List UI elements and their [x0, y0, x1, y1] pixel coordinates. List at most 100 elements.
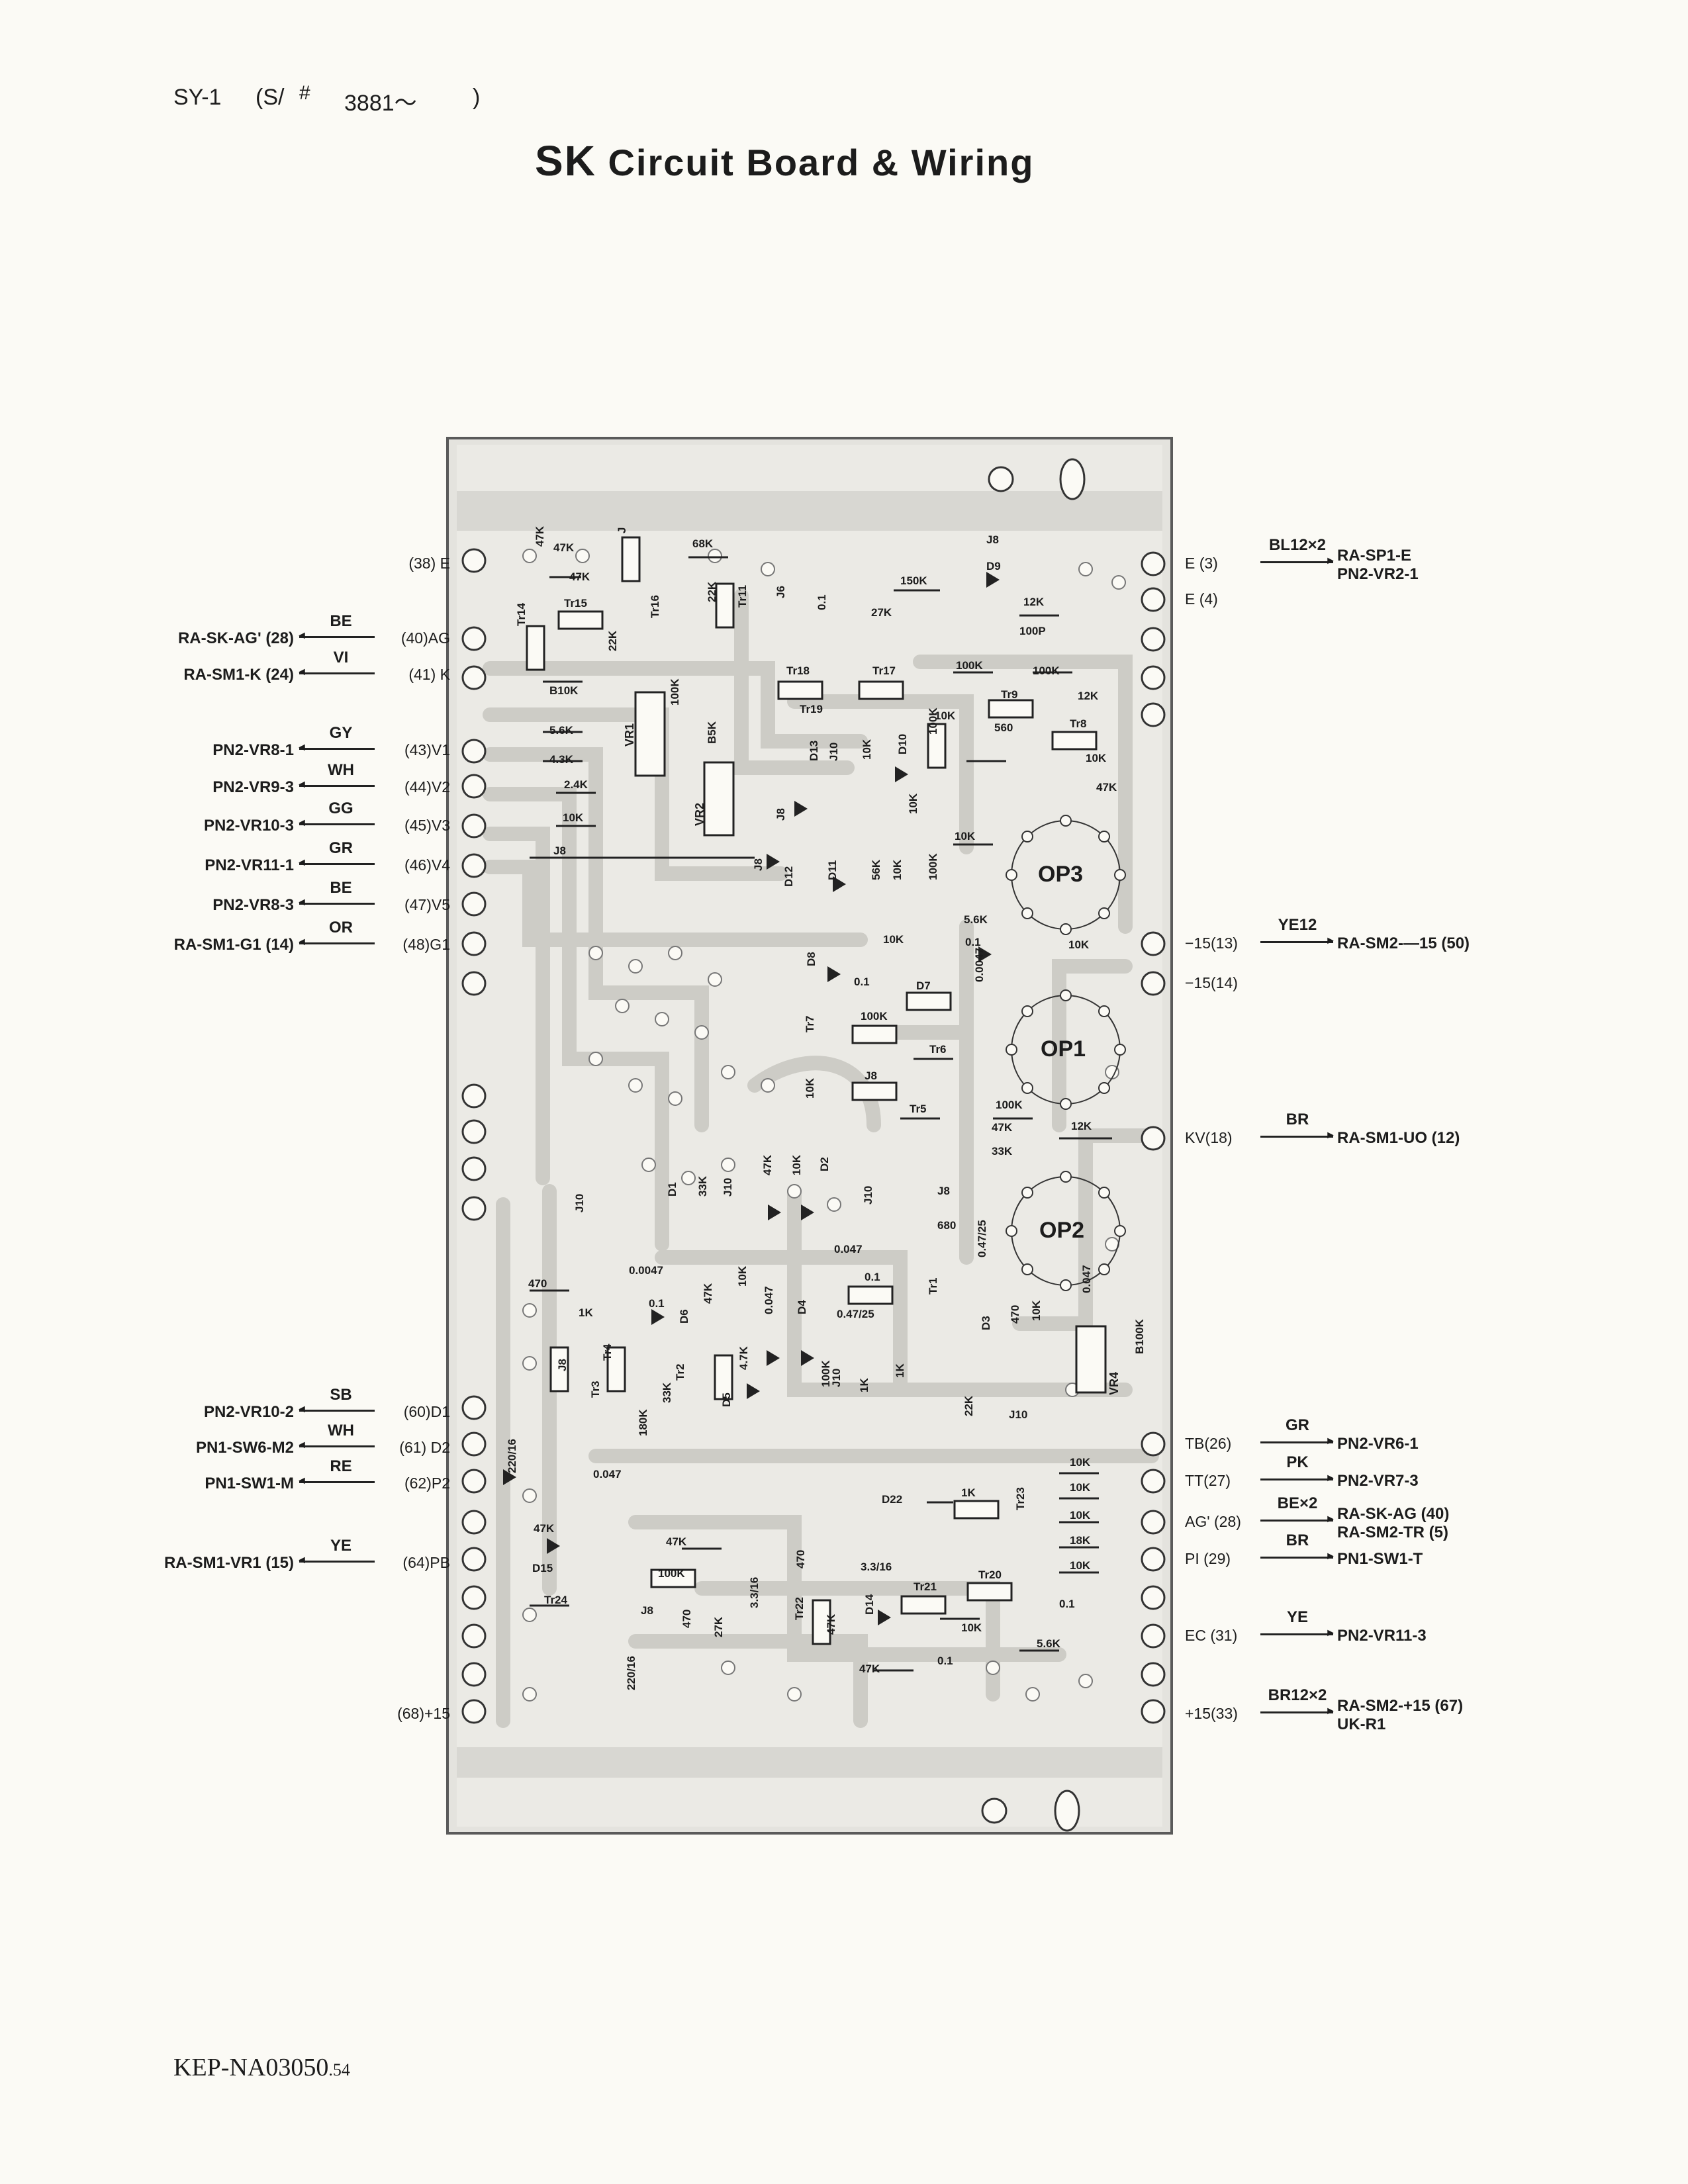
component-label: 10K — [736, 1265, 749, 1287]
component-label: 10K — [804, 1077, 816, 1099]
component-label: D15 — [532, 1562, 553, 1574]
component-label: Tr1 — [927, 1277, 939, 1295]
component-label: 100K — [927, 853, 939, 880]
component-label: 10K — [883, 933, 904, 946]
left-wire-destination: PN2-VR10-2 — [203, 1403, 294, 1421]
left-pin-label: (61) D2 — [399, 1439, 450, 1456]
right-pin-label: E (4) — [1185, 590, 1218, 608]
component-label: 470 — [1009, 1304, 1021, 1324]
component-label: 10K — [1030, 1300, 1043, 1321]
left-wire-color-code: SB — [330, 1386, 352, 1404]
op-amp-pins — [1006, 815, 1126, 1291]
left-connector-pads — [461, 548, 487, 1724]
component-label: 0.047 — [763, 1286, 775, 1314]
component-label: 10K — [955, 830, 976, 842]
component-label: 33K — [696, 1175, 709, 1197]
left-wire-arrow: ◄ — [297, 1440, 375, 1451]
right-wire-destination-line1: RA-SM2-—15 (50) — [1337, 934, 1470, 952]
right-wire-destination-line1: RA-SM2-+15 (67) — [1337, 1697, 1464, 1715]
component-label: J10 — [1009, 1408, 1028, 1421]
left-pin-label: (60)D1 — [403, 1403, 450, 1420]
left-pin-label: (44)V2 — [404, 778, 450, 796]
component-label: 1K — [894, 1363, 906, 1378]
component-label: 0.47/25 — [837, 1308, 874, 1320]
bottom-rail — [457, 1747, 1162, 1778]
right-pin-label: +15(33) — [1185, 1705, 1238, 1722]
component-label: Tr24 — [544, 1594, 567, 1606]
right-wire-color-code: BR — [1286, 1111, 1309, 1128]
component-label: 47K — [761, 1154, 774, 1175]
mount-hole-top — [988, 466, 1014, 492]
left-wire-destination: PN2-VR10-3 — [203, 817, 294, 835]
component-label: D6 — [678, 1309, 690, 1324]
component-label: J10 — [573, 1193, 586, 1212]
component-label: 5.6K — [549, 724, 573, 737]
component-label: Tr7 — [804, 1015, 816, 1032]
right-wire-arrow: ► — [1260, 1473, 1336, 1484]
component-label: 22K — [706, 581, 718, 602]
left-pin-label: (38) E — [408, 555, 450, 572]
left-wire-color-code: BE — [330, 612, 352, 630]
pot-vr1-label: VR1 — [623, 723, 637, 747]
ic-op3-label: OP3 — [1038, 862, 1084, 887]
component-label: Tr21 — [914, 1580, 937, 1593]
component-label: 18K — [1070, 1534, 1091, 1547]
component-label: D1 — [666, 1182, 679, 1197]
right-wire-destination-line1: PN2-VR6-1 — [1337, 1435, 1419, 1453]
component-label: 47K — [553, 541, 575, 554]
left-pin-label: (64)PB — [402, 1554, 450, 1571]
component-label: 0.047 — [593, 1468, 622, 1480]
left-wire-arrow: ◄ — [297, 743, 375, 753]
left-wire-arrow: ◄ — [297, 1476, 375, 1486]
component-label: 100K — [996, 1099, 1023, 1111]
component-label: 47K — [569, 570, 590, 583]
component-label: 10K — [1086, 752, 1107, 764]
mount-slot-top — [1059, 458, 1086, 500]
component-label: 27K — [712, 1616, 725, 1637]
right-pin-label: E (3) — [1185, 555, 1218, 572]
component-label: J8 — [641, 1604, 653, 1617]
right-pin-label: AG' (28) — [1185, 1513, 1241, 1530]
component-label: 470 — [528, 1277, 547, 1290]
left-wire-destination: RA-SM1-K (24) — [183, 666, 294, 684]
component-label: D5 — [720, 1392, 733, 1407]
component-label: J8 — [986, 533, 999, 546]
component-label: 56K — [870, 859, 882, 880]
right-wire-color-code: GR — [1286, 1416, 1309, 1434]
component-label: Tr22 — [793, 1597, 806, 1620]
component-label: 12K — [1078, 690, 1099, 702]
component-label: 5.6K — [1037, 1637, 1060, 1650]
component-label: 470 — [794, 1549, 807, 1569]
component-label: D10 — [896, 733, 909, 754]
component-label: Tr14 — [515, 603, 528, 626]
component-label: 22K — [606, 630, 619, 651]
left-pin-label: (40)AG — [400, 629, 450, 647]
component-label: 150K — [900, 574, 927, 587]
component-label: 47K — [534, 1522, 555, 1535]
component-label: 4.7K — [737, 1346, 750, 1370]
right-wire-destination: PN2-VR7-3 — [1337, 1472, 1419, 1490]
page-title: SK Circuit Board & Wiring — [535, 136, 1034, 185]
component-label: 4.3K — [549, 753, 573, 766]
right-wire-destination: PN1-SW1-T — [1337, 1550, 1423, 1569]
pot-footprints — [634, 691, 1107, 1394]
component-label: 1K — [961, 1486, 976, 1499]
right-wire-destination-line1: PN2-VR11-3 — [1337, 1627, 1427, 1645]
left-pin-label: (68)+15 — [397, 1705, 450, 1722]
left-wire-arrow: ◄ — [297, 780, 375, 790]
component-label: D11 — [826, 860, 839, 880]
component-label: 0.1 — [649, 1297, 665, 1310]
left-pin-label: (41) K — [408, 666, 450, 683]
component-label: 0.0047 — [973, 948, 986, 982]
component-label: 47K — [534, 525, 546, 547]
component-label: Tr4 — [601, 1343, 614, 1361]
component-label: J10 — [722, 1177, 734, 1197]
component-label: 1K — [858, 1378, 870, 1392]
right-wire-arrow: ► — [1260, 1130, 1336, 1141]
component-label: 10K — [1070, 1456, 1091, 1469]
right-wire-color-code: YE12 — [1278, 916, 1317, 934]
left-pin-label: (46)V4 — [404, 856, 450, 874]
right-pin-label: −15(14) — [1185, 974, 1238, 991]
component-label: Tr19 — [800, 703, 823, 715]
left-wire-destination: PN2-VR8-1 — [212, 741, 294, 759]
